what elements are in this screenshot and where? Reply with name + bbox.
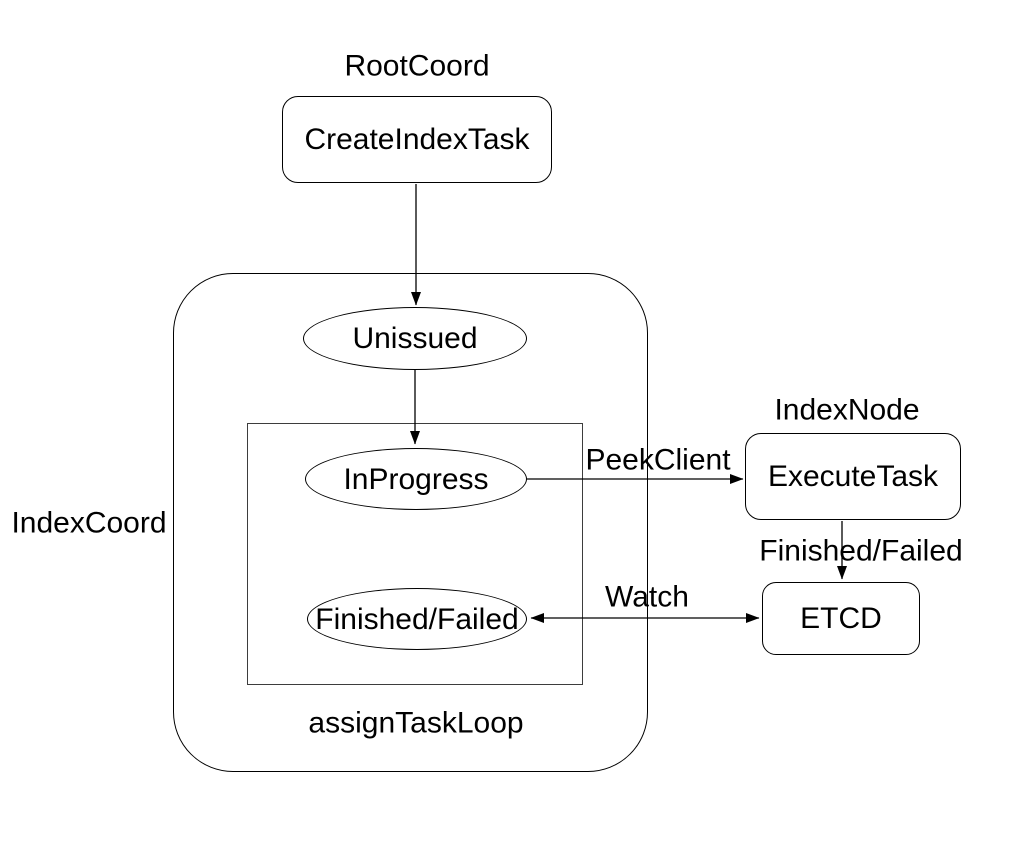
node-execute-task-label: ExecuteTask [767,460,939,493]
node-in-progress: InProgress [305,448,527,510]
label-assign-task-loop: assignTaskLoop [308,706,524,740]
label-index-node: IndexNode [774,393,920,427]
edge-label-peek-client: PeekClient [585,443,731,477]
node-unissued: Unissued [303,307,527,370]
node-execute-task: ExecuteTask [745,433,961,520]
node-finished-failed-label: Finished/Failed [315,602,519,636]
node-in-progress-label: InProgress [343,462,489,496]
label-root-coord: RootCoord [344,49,490,83]
node-finished-failed: Finished/Failed [307,588,527,650]
index-coord-container [173,273,648,772]
node-create-index-task-label: CreateIndexTask [304,123,530,156]
node-etcd-label: ETCD [800,602,882,635]
label-index-coord: IndexCoord [11,506,167,540]
node-create-index-task: CreateIndexTask [282,96,552,183]
node-unissued-label: Unissued [352,322,478,355]
node-etcd: ETCD [762,582,920,655]
edge-label-watch: Watch [605,580,689,614]
edge-label-finished-failed: Finished/Failed [759,534,963,568]
